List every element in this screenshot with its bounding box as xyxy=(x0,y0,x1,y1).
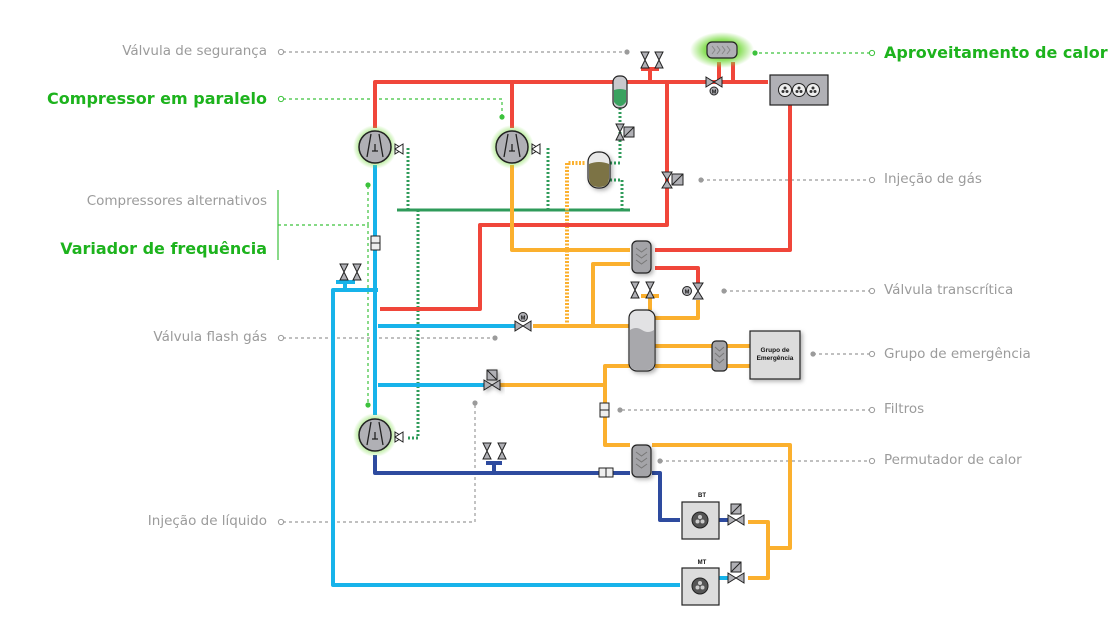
motor-symbol: M xyxy=(712,90,717,96)
label-compressor-paralelo: Compressor em paralelo xyxy=(47,89,267,108)
liquid-injection-valve[interactable] xyxy=(483,369,501,391)
oil-solenoid-valve[interactable] xyxy=(615,123,635,141)
label-valvula-flash-gas: Válvula flash gás xyxy=(153,329,267,345)
safety-valve-pair-bt[interactable] xyxy=(482,442,507,460)
leader-end-dots xyxy=(277,48,876,526)
hot-gas-lines xyxy=(373,62,792,311)
safety-valve-pair-left[interactable] xyxy=(339,263,362,281)
mt-suction-lines xyxy=(331,165,728,587)
gas-injection-valve[interactable] xyxy=(661,171,684,189)
evaporator-bt[interactable]: BT xyxy=(681,493,720,540)
label-valvula-seguranca: Válvula de segurança xyxy=(122,43,267,59)
evaporator-mt-label: MT xyxy=(698,560,707,566)
emergency-unit-line1: Grupo de xyxy=(761,347,790,354)
gas-cooler[interactable] xyxy=(769,74,829,106)
filter-mt[interactable] xyxy=(370,235,381,251)
bt-suction-lines xyxy=(373,455,728,522)
label-valvula-transcritica: Válvula transcrítica xyxy=(884,282,1014,298)
flash-gas-valve[interactable]: M xyxy=(514,312,532,332)
label-injecao-gas: Injeção de gás xyxy=(884,171,982,187)
leader-injecao-liquido xyxy=(283,403,476,523)
emergency-unit[interactable]: Grupo de Emergência xyxy=(749,330,801,380)
compressor-2-parallel[interactable] xyxy=(490,125,534,169)
motor-symbol: M xyxy=(521,316,526,322)
evaporator-mt-valve[interactable] xyxy=(727,561,745,584)
label-compressores-alternativos: Compressores alternativos xyxy=(86,193,267,209)
emergency-exchanger[interactable] xyxy=(711,340,728,372)
evaporator-bt-valve[interactable] xyxy=(727,503,745,526)
subcooler-heat-exchanger[interactable] xyxy=(631,444,652,478)
heat-recovery-exchanger[interactable] xyxy=(690,32,754,68)
oil-separator[interactable] xyxy=(612,75,628,109)
heat-recovery-motor-valve[interactable]: M xyxy=(705,76,723,96)
evaporator-mt[interactable]: MT xyxy=(681,560,720,606)
filter-bt[interactable] xyxy=(598,467,614,478)
oil-tank[interactable] xyxy=(587,151,611,189)
motor-symbol: M xyxy=(685,290,690,296)
transcritical-valve[interactable]: M xyxy=(682,282,704,300)
compressor-1[interactable] xyxy=(353,125,397,169)
oil-valve-icons xyxy=(394,143,541,443)
leader-variador xyxy=(278,185,369,226)
label-permutador-calor: Permutador de calor xyxy=(884,452,1022,468)
oil-return-line xyxy=(565,161,585,326)
leader-compressor-paralelo xyxy=(283,98,503,117)
evaporator-bt-label: BT xyxy=(698,493,706,499)
safety-valve-pair-top[interactable] xyxy=(640,51,664,69)
label-filtros: Filtros xyxy=(884,401,925,417)
liquid-receiver[interactable] xyxy=(628,309,656,372)
liquid-lines xyxy=(500,165,792,580)
safety-valve-pair-receiver[interactable] xyxy=(630,281,655,299)
label-variador-frequencia: Variador de frequência xyxy=(60,239,267,258)
label-injecao-liquido: Injeção de líquido xyxy=(147,513,267,529)
filter-liquid[interactable] xyxy=(599,402,610,418)
leader-lines xyxy=(278,51,870,523)
emergency-unit-line2: Emergência xyxy=(757,355,794,362)
label-grupo-emergencia: Grupo de emergência xyxy=(884,346,1031,362)
compressor-3-bt[interactable] xyxy=(353,413,397,457)
internal-heat-exchanger[interactable] xyxy=(631,240,652,274)
label-aproveitamento-calor: Aproveitamento de calor xyxy=(884,43,1108,62)
